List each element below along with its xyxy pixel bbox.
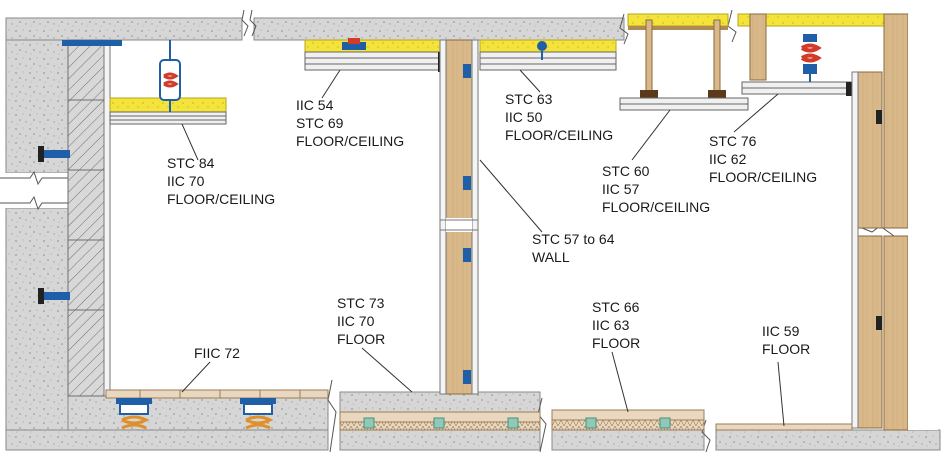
label-stc63: STC 63 IIC 50 FLOOR/CEILING (505, 90, 613, 144)
wall-isolator-icon (38, 146, 70, 304)
label-line: FLOOR (762, 341, 811, 357)
label-line: IIC 50 (505, 109, 543, 125)
spring-hanger-icon (159, 40, 181, 112)
floor-stc66 (551, 409, 705, 431)
ceiling-stc63 (479, 39, 617, 71)
floor-isolator-icon (116, 398, 276, 430)
ceiling-stc84 (62, 40, 227, 125)
timber-wall (851, 13, 938, 431)
label-wall: STC 57 to 64 WALL (532, 230, 615, 266)
label-stc60: STC 60 IIC 57 FLOOR/CEILING (602, 162, 710, 216)
label-line: FLOOR/CEILING (602, 199, 711, 215)
label-stc84: STC 84 IIC 70 FLOOR/CEILING (167, 154, 275, 208)
leader-lines (181, 69, 785, 427)
label-line: STC 84 (167, 155, 215, 171)
label-line: IIC 57 (602, 181, 640, 197)
resilient-clip-icon (342, 38, 366, 50)
stud-wall (439, 39, 479, 395)
label-line: FLOOR/CEILING (167, 191, 276, 207)
floor-fiic72 (105, 389, 329, 399)
label-fiic72: FIIC 72 (194, 344, 240, 362)
break-line-icon (0, 9, 895, 453)
label-line: STC 57 to 64 (532, 231, 615, 247)
label-line: FLOOR (592, 335, 641, 351)
label-line: STC 63 (505, 91, 553, 107)
label-line: FIIC 72 (194, 345, 240, 361)
label-line: IIC 62 (709, 151, 747, 167)
label-line: IIC 54 (296, 97, 334, 113)
spring-hanger-icon (800, 34, 822, 82)
label-line: WALL (532, 249, 570, 265)
label-line: STC 60 (602, 163, 650, 179)
label-line: FLOOR/CEILING (505, 127, 614, 143)
ceiling-stc60 (619, 13, 749, 111)
label-stc76: STC 76 IIC 62 FLOOR/CEILING (709, 132, 817, 186)
label-line: IIC 70 (337, 313, 375, 329)
label-iic59: IIC 59 FLOOR (762, 322, 810, 358)
label-line: FLOOR/CEILING (709, 169, 818, 185)
label-iic54: IIC 54 STC 69 FLOOR/CEILING (296, 96, 404, 150)
label-line: STC 69 (296, 115, 344, 131)
label-line: STC 76 (709, 133, 757, 149)
ceiling-iic54 (304, 39, 446, 72)
label-line: STC 66 (592, 299, 640, 315)
label-line: IIC 63 (592, 317, 630, 333)
floor-stc73 (339, 411, 541, 431)
label-stc66: STC 66 IIC 63 FLOOR (592, 298, 640, 352)
label-line: FLOOR/CEILING (296, 133, 405, 149)
label-line: STC 73 (337, 295, 385, 311)
label-line: IIC 70 (167, 173, 205, 189)
masonry-wall (67, 39, 111, 397)
label-line: IIC 59 (762, 323, 800, 339)
label-line: FLOOR (337, 331, 386, 347)
label-stc73: STC 73 IIC 70 FLOOR (337, 294, 385, 348)
